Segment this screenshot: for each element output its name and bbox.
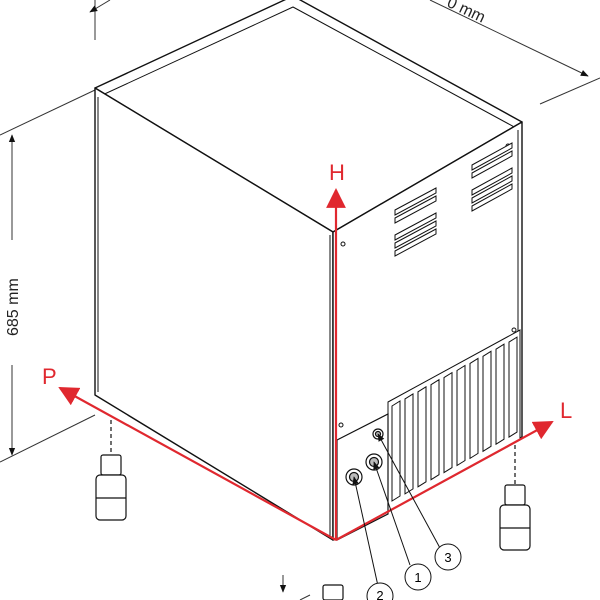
callout-leaders (352, 433, 441, 587)
axis-p (58, 387, 337, 541)
width-dimension-label: 0 mm (444, 0, 487, 27)
grille-slat (404, 392, 414, 495)
callout-2: 2 (366, 582, 394, 600)
height-dimension-label: 685 mm (5, 278, 22, 336)
grille-slat (430, 378, 440, 481)
condenser-grille (387, 329, 521, 513)
grille-slat (443, 371, 453, 474)
svg-text:3: 3 (444, 550, 451, 565)
upper-vents (394, 142, 513, 257)
grille-slat (508, 336, 518, 439)
grille-slat (469, 357, 479, 460)
axis-h-label: H (329, 160, 345, 185)
foot-front (322, 584, 344, 600)
grille-slat (456, 364, 466, 467)
axis-p-label: P (42, 364, 57, 389)
callout-1: 1 (404, 563, 432, 591)
grille-slat (482, 350, 492, 453)
grille-slat (417, 385, 427, 488)
svg-text:2: 2 (376, 588, 383, 600)
axis-l (335, 421, 554, 541)
grille-slat (495, 343, 505, 446)
grille-slat (391, 400, 401, 502)
axes (58, 188, 554, 541)
axis-l-label: L (560, 398, 572, 423)
foot-right (499, 445, 531, 551)
svg-text:1: 1 (414, 570, 421, 585)
foot-left (95, 420, 127, 521)
callout-3: 3 (434, 543, 462, 571)
connection-panel (336, 413, 389, 541)
legs (95, 420, 531, 600)
